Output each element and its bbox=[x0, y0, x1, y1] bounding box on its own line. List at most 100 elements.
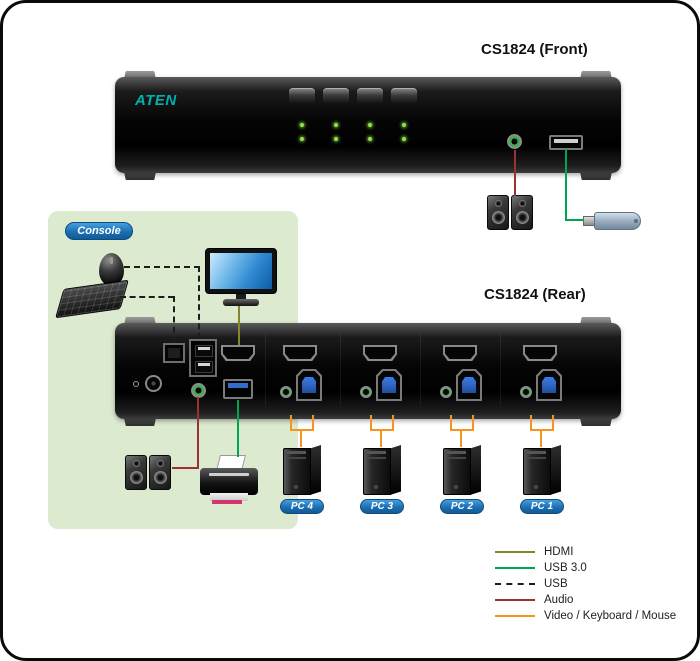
front-device: ATEN bbox=[115, 71, 621, 180]
pc-bay bbox=[367, 451, 386, 454]
monitor-neck bbox=[236, 294, 246, 300]
kvm-audio-jack bbox=[520, 386, 532, 398]
kvm-usb-b-port bbox=[376, 369, 402, 401]
console-usb-ports bbox=[189, 339, 217, 377]
pc-bay bbox=[447, 451, 466, 454]
rear-title: CS1824 (Rear) bbox=[484, 286, 586, 303]
pc3-label: PC 3 bbox=[360, 499, 404, 514]
console-audio-cable-v bbox=[197, 397, 199, 469]
front-usb3-cable-v bbox=[565, 149, 567, 221]
legend-line-audio bbox=[495, 599, 535, 601]
vkm-cable bbox=[380, 429, 382, 447]
port-select-button-4 bbox=[391, 88, 417, 104]
pc-bay bbox=[287, 457, 306, 459]
pc-bay bbox=[287, 451, 306, 454]
legend-label: Audio bbox=[544, 594, 574, 606]
legend-label: HDMI bbox=[544, 546, 574, 558]
vkm-cable bbox=[312, 415, 314, 431]
vkm-cable bbox=[450, 415, 452, 431]
legend-label: USB bbox=[544, 578, 568, 590]
pc-tower-icon bbox=[443, 445, 483, 495]
kvm-usb-b-port bbox=[456, 369, 482, 401]
front-usb3-cable-h bbox=[566, 219, 584, 221]
console-hdmi-port bbox=[221, 345, 255, 361]
legend-row: Video / Keyboard / Mouse bbox=[495, 608, 676, 624]
kvm-audio-jack bbox=[280, 386, 292, 398]
vkm-cable bbox=[472, 415, 474, 431]
panel-seam bbox=[500, 333, 501, 405]
pc-tower-icon bbox=[283, 445, 323, 495]
pc-side bbox=[550, 445, 561, 495]
vkm-cable bbox=[290, 429, 314, 431]
vkm-cable bbox=[392, 415, 394, 431]
speaker-left bbox=[487, 195, 509, 230]
vkm-cable bbox=[552, 415, 554, 431]
legend-line-vkm bbox=[495, 615, 535, 617]
speakers-icon-front bbox=[487, 195, 534, 231]
monitor-hdmi-cable bbox=[238, 306, 240, 345]
printer-slot bbox=[209, 473, 249, 476]
monitor-glass bbox=[210, 253, 272, 289]
pc-tower-icon bbox=[363, 445, 403, 495]
pc-power-button bbox=[454, 485, 458, 489]
legend-line-usb3 bbox=[495, 567, 535, 569]
printer-usb3-cable bbox=[237, 400, 239, 457]
vkm-cable bbox=[450, 429, 474, 431]
kvm-hdmi-port bbox=[363, 345, 397, 361]
monitor-screen bbox=[205, 248, 277, 294]
mouse-usb-cable-h bbox=[124, 266, 200, 268]
panel-seam bbox=[340, 333, 341, 405]
speaker-right bbox=[149, 455, 171, 490]
printer-icon bbox=[200, 455, 258, 507]
kvm-audio-jack bbox=[440, 386, 452, 398]
speakers-icon-console bbox=[125, 455, 172, 491]
vkm-cable bbox=[460, 429, 462, 447]
speaker-right bbox=[511, 195, 533, 230]
panel-seam bbox=[265, 333, 266, 405]
pc-tower-icon bbox=[523, 445, 563, 495]
aten-logo: ATEN bbox=[135, 92, 177, 109]
front-audio-jack bbox=[507, 134, 522, 149]
legend-line-hdmi bbox=[495, 551, 535, 553]
console-usb3-port bbox=[223, 379, 253, 399]
port-select-button-2 bbox=[323, 88, 349, 104]
console-badge: Console bbox=[65, 222, 133, 240]
printer-output bbox=[210, 493, 248, 501]
pc-side bbox=[390, 445, 401, 495]
front-audio-cable bbox=[514, 150, 516, 196]
pc-bay bbox=[367, 457, 386, 459]
pc-power-button bbox=[294, 485, 298, 489]
legend-line-usb bbox=[495, 583, 535, 585]
legend-row: USB bbox=[495, 576, 676, 592]
pc4-label: PC 4 bbox=[280, 499, 324, 514]
vkm-cable bbox=[300, 429, 302, 447]
vkm-cable bbox=[530, 429, 554, 431]
console-port bbox=[163, 343, 185, 363]
port-led bbox=[334, 137, 338, 141]
legend-label: USB 3.0 bbox=[544, 562, 587, 574]
flash-dot bbox=[634, 219, 638, 223]
port-led bbox=[402, 137, 406, 141]
legend-row: HDMI bbox=[495, 544, 676, 560]
port-led bbox=[300, 123, 304, 127]
legend-label: Video / Keyboard / Mouse bbox=[544, 610, 677, 622]
vkm-cable bbox=[530, 415, 532, 431]
vkm-cable bbox=[370, 415, 372, 431]
flash-body bbox=[594, 212, 641, 230]
legend-row: USB 3.0 bbox=[495, 560, 676, 576]
kvm-hdmi-port bbox=[443, 345, 477, 361]
rear-device bbox=[115, 317, 621, 426]
port-select-button-1 bbox=[289, 88, 315, 104]
pc-side bbox=[470, 445, 481, 495]
pc-side bbox=[310, 445, 321, 495]
panel-seam bbox=[420, 333, 421, 405]
reset-dot bbox=[133, 381, 139, 387]
port-led bbox=[368, 137, 372, 141]
pc-bay bbox=[447, 457, 466, 459]
legend-row: Audio bbox=[495, 592, 676, 608]
kvm-usb-b-port bbox=[296, 369, 322, 401]
kvm-hdmi-port bbox=[283, 345, 317, 361]
pc-bay bbox=[527, 457, 546, 459]
kvm-hdmi-port bbox=[523, 345, 557, 361]
